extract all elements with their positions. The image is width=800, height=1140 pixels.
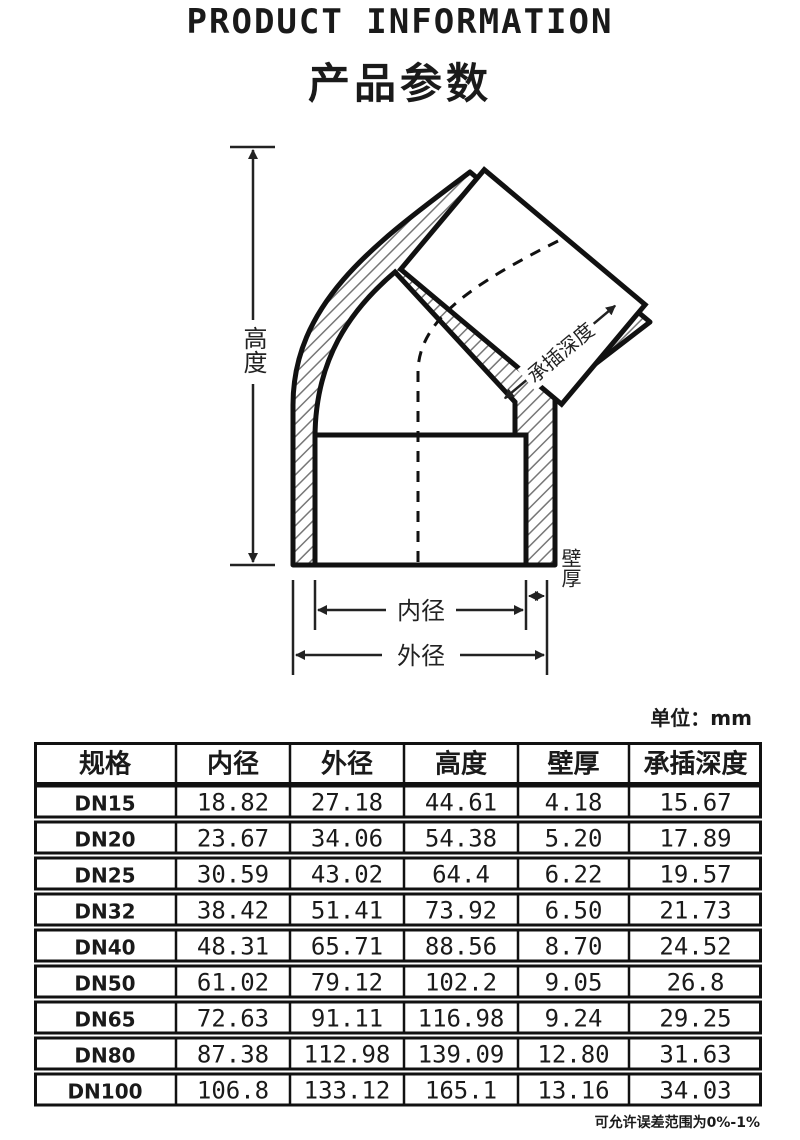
value-cell: 87.38 bbox=[197, 1041, 269, 1069]
table-row: DN80 87.38 112.98 139.09 12.80 31.63 bbox=[34, 1036, 762, 1071]
value-cell: 9.24 bbox=[545, 1005, 603, 1033]
value-cell: 116.98 bbox=[418, 1005, 505, 1033]
spec-cell: DN100 bbox=[67, 1080, 142, 1104]
header-cell: 高度 bbox=[435, 749, 487, 780]
value-cell: 133.12 bbox=[304, 1077, 391, 1105]
value-cell: 48.31 bbox=[197, 933, 269, 961]
value-cell: 15.67 bbox=[659, 789, 731, 817]
height-label: 高度 bbox=[239, 326, 267, 374]
table-row: DN20 23.67 34.06 54.38 5.20 17.89 bbox=[34, 820, 762, 855]
value-cell: 54.38 bbox=[425, 825, 497, 853]
table-row: DN50 61.02 79.12 102.2 9.05 26.8 bbox=[34, 964, 762, 999]
spec-cell: DN20 bbox=[74, 828, 135, 852]
bottom-socket bbox=[312, 432, 529, 568]
table-header-row: 规格 内径 外径 高度 壁厚 承插深度 bbox=[34, 742, 762, 785]
value-cell: 44.61 bbox=[425, 789, 497, 817]
spec-cell: DN25 bbox=[74, 864, 135, 888]
header-cell: 承插深度 bbox=[643, 749, 747, 780]
value-cell: 65.71 bbox=[311, 933, 383, 961]
unit-label: 单位：mm bbox=[650, 706, 752, 730]
inner-diameter-label: 内径 bbox=[397, 597, 445, 625]
spec-cell: DN65 bbox=[74, 1008, 135, 1032]
value-cell: 72.63 bbox=[197, 1005, 269, 1033]
tolerance-note: 可允许误差范围为0%-1% bbox=[594, 1115, 760, 1131]
outer-diameter-label: 外径 bbox=[397, 642, 445, 670]
spec-cell: DN15 bbox=[74, 792, 135, 816]
value-cell: 18.82 bbox=[197, 789, 269, 817]
spec-cell: DN32 bbox=[74, 900, 135, 924]
value-cell: 6.50 bbox=[545, 897, 603, 925]
value-cell: 29.25 bbox=[659, 1005, 731, 1033]
value-cell: 91.11 bbox=[311, 1005, 383, 1033]
value-cell: 19.57 bbox=[659, 861, 731, 889]
value-cell: 73.92 bbox=[425, 897, 497, 925]
elbow-fitting-diagram: 高度 承插深度 内径 壁厚 外径 bbox=[230, 145, 653, 675]
value-cell: 34.03 bbox=[659, 1077, 731, 1105]
table-row: DN40 48.31 65.71 88.56 8.70 24.52 bbox=[34, 928, 762, 963]
header-cell: 外径 bbox=[321, 750, 373, 780]
spec-table: 规格 内径 外径 高度 壁厚 承插深度 DN15 18.82 27.18 44.61 4.18 15.… bbox=[34, 742, 762, 1107]
value-cell: 27.18 bbox=[311, 789, 383, 817]
value-cell: 34.06 bbox=[311, 825, 383, 853]
value-cell: 30.59 bbox=[197, 861, 269, 889]
value-cell: 51.41 bbox=[311, 897, 383, 925]
spec-cell: DN80 bbox=[74, 1044, 135, 1068]
table-row: DN15 18.82 27.18 44.61 4.18 15.67 bbox=[34, 784, 762, 819]
value-cell: 112.98 bbox=[304, 1041, 391, 1069]
value-cell: 6.22 bbox=[545, 861, 603, 889]
value-cell: 31.63 bbox=[659, 1041, 731, 1069]
value-cell: 102.2 bbox=[425, 969, 497, 997]
table-row: DN32 38.42 51.41 73.92 6.50 21.73 bbox=[34, 892, 762, 927]
value-cell: 4.18 bbox=[545, 789, 603, 817]
elbow-inner-bore bbox=[312, 268, 518, 441]
value-cell: 24.52 bbox=[659, 933, 731, 961]
title-chinese: 产品参数 bbox=[307, 59, 492, 108]
center-dashed-line bbox=[416, 238, 561, 562]
value-cell: 38.42 bbox=[197, 897, 269, 925]
value-cell: 26.8 bbox=[667, 969, 725, 997]
value-cell: 13.16 bbox=[537, 1077, 609, 1105]
header-cell: 壁厚 bbox=[547, 749, 599, 780]
header-cell: 规格 bbox=[79, 749, 132, 780]
table-row: DN100 106.8 133.12 165.1 13.16 34.03 bbox=[34, 1072, 762, 1107]
value-cell: 61.02 bbox=[197, 969, 269, 997]
value-cell: 165.1 bbox=[425, 1077, 497, 1105]
value-cell: 106.8 bbox=[197, 1077, 269, 1105]
spec-cell: DN50 bbox=[74, 972, 135, 996]
value-cell: 88.56 bbox=[425, 933, 497, 961]
value-cell: 43.02 bbox=[311, 861, 383, 889]
title-english: PRODUCT INFORMATION bbox=[186, 2, 614, 42]
value-cell: 64.4 bbox=[432, 861, 490, 889]
table-row: DN65 72.63 91.11 116.98 9.24 29.25 bbox=[34, 1000, 762, 1035]
value-cell: 79.12 bbox=[311, 969, 383, 997]
wall-thickness-label: 壁厚 bbox=[558, 548, 582, 588]
value-cell: 21.73 bbox=[659, 897, 731, 925]
value-cell: 9.05 bbox=[545, 969, 603, 997]
value-cell: 17.89 bbox=[659, 825, 731, 853]
value-cell: 12.80 bbox=[537, 1041, 609, 1069]
value-cell: 5.20 bbox=[545, 825, 603, 853]
value-cell: 8.70 bbox=[545, 933, 603, 961]
value-cell: 139.09 bbox=[418, 1041, 505, 1069]
table-row: DN25 30.59 43.02 64.4 6.22 19.57 bbox=[34, 856, 762, 891]
header-cell: 内径 bbox=[207, 750, 259, 780]
value-cell: 23.67 bbox=[197, 825, 269, 853]
spec-cell: DN40 bbox=[74, 936, 135, 960]
